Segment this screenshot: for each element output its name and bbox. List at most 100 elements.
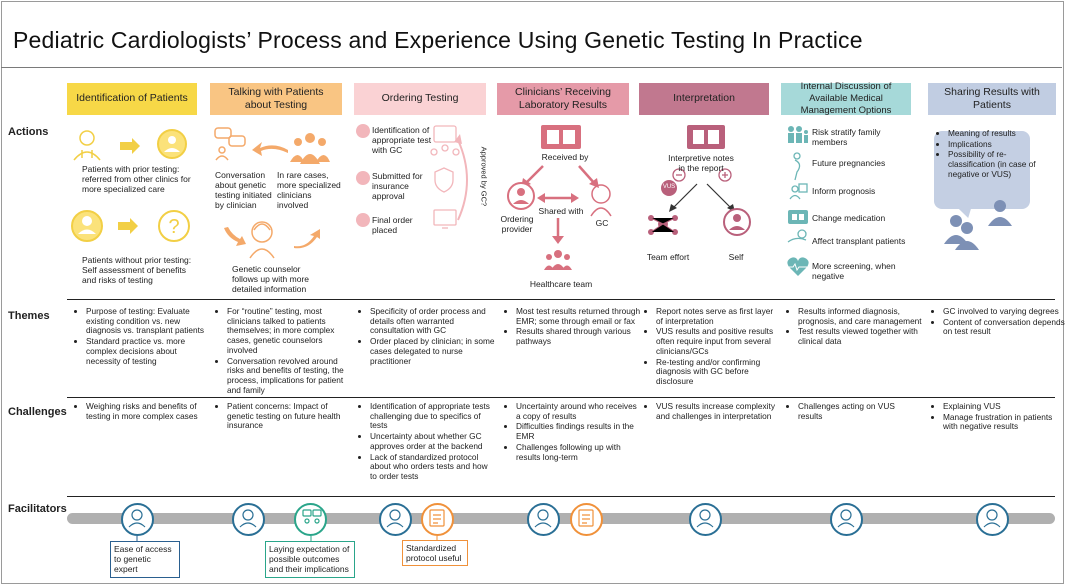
management-item-6: More screening, when negative — [812, 261, 896, 282]
management-item-3: Inform prognosis — [812, 186, 876, 196]
expert-glyph — [696, 509, 714, 528]
arrow — [706, 183, 732, 209]
conversation-icon — [214, 127, 246, 161]
expert-glyph — [534, 509, 552, 528]
challenge-item: Challenges following up with results lon… — [516, 442, 640, 462]
gc-icon — [590, 184, 612, 217]
healthcare-team-icon — [544, 250, 572, 270]
genetic-counselor-icon — [249, 221, 275, 259]
divider-challenges — [67, 397, 1055, 398]
family-icon — [788, 126, 808, 143]
theme-item: Standard practice vs. more complex decis… — [86, 336, 206, 366]
lab-report-icon — [687, 125, 725, 149]
challenge-item: Lack of standardized protocol about who … — [370, 452, 494, 482]
arrow-down-left-icon — [224, 227, 246, 246]
received-by-label: Received by — [541, 152, 589, 162]
expert-glyph — [386, 509, 404, 528]
theme-item: Results informed diagnosis, prognosis, a… — [798, 306, 922, 326]
arrow — [524, 165, 544, 185]
theme-item: Most test results returned through EMR; … — [516, 306, 642, 326]
gc-label: GC — [595, 218, 609, 228]
sharing-item: Implications — [948, 139, 1038, 150]
management-item-5: Affect transplant patients — [812, 236, 906, 246]
stage-receiving: Clinicians’ Receiving Laboratory Results — [497, 83, 629, 115]
shared-with-label: Shared with — [538, 206, 584, 216]
ordering-provider-icon — [507, 182, 535, 210]
stage-ordering: Ordering Testing — [354, 83, 486, 115]
title-box: Pediatric Cardiologists’ Process and Exp… — [1, 1, 1062, 68]
management-item-1: Risk stratify family members — [812, 127, 881, 148]
theme-item: VUS results and positive results often r… — [656, 327, 782, 356]
computer-icon — [433, 209, 457, 229]
step-1-circle — [356, 124, 370, 138]
challenge-item: Patient concerns: Impact of genetic test… — [227, 401, 352, 431]
challenge-item: Challenges acting on VUS results — [798, 401, 916, 421]
arrow-right-icon — [118, 218, 138, 234]
self-label: Self — [728, 252, 744, 262]
identification-icons: ? — [71, 129, 190, 242]
themes-sharing: GC involved to varying degrees Content o… — [933, 306, 1065, 338]
challenges-identification: Weighing risks and benefits of testing i… — [76, 401, 208, 422]
challenge-item: Uncertainty about whether GC approves or… — [370, 431, 494, 451]
vus-label: VUS — [662, 184, 676, 190]
transplant-icon — [787, 229, 807, 243]
step-3-circle — [356, 213, 370, 227]
clinicians-group-icon — [290, 133, 330, 164]
expert-glyph — [983, 509, 1001, 528]
challenge-item: Identification of appropriate tests chal… — [370, 401, 494, 431]
physician-circle-icon — [157, 129, 187, 159]
self-icon — [723, 208, 751, 236]
clinician-icon — [988, 200, 1012, 226]
shield-icon — [434, 167, 454, 193]
challenge-item: Manage frustration in patients with nega… — [943, 412, 1065, 432]
ordering-step-3-text: Final order placed — [372, 215, 413, 236]
sharing-item: Meaning of results — [948, 128, 1038, 139]
challenges-ordering: Identification of appropriate tests chal… — [360, 401, 494, 483]
themes-identification: Purpose of testing: Evaluate existing co… — [76, 306, 206, 367]
speech-bubble — [934, 131, 1030, 209]
challenge-item: Weighing risks and benefits of testing i… — [86, 401, 208, 421]
ordering-step-1-text: Identification of appropriate test with … — [372, 125, 432, 156]
row-label-actions: Actions — [8, 126, 49, 138]
themes-interpretation: Report notes serve as first layer of int… — [646, 306, 782, 388]
talking-icons — [214, 127, 330, 259]
network-icon — [430, 125, 460, 156]
challenge-item: Explaining VUS — [943, 401, 1065, 412]
themes-talking: For “routine” testing, most clinicians t… — [217, 306, 354, 396]
doctor-icon — [73, 130, 101, 161]
facilitator-timeline — [67, 513, 1055, 524]
lab-report-icon — [541, 125, 581, 149]
heartbeat-icon — [787, 257, 809, 276]
theme-item: Specificity of order process and details… — [370, 306, 495, 336]
protocol-clipboard-icon — [421, 503, 454, 536]
medication-icon — [788, 210, 808, 224]
management-item-4: Change medication — [812, 213, 886, 223]
theme-item: Purpose of testing: Evaluate existing co… — [86, 306, 206, 336]
challenge-item: Uncertainty around who receives a copy o… — [516, 401, 640, 421]
team-network-icon — [648, 215, 678, 235]
themes-management: Results informed diagnosis, prognosis, a… — [788, 306, 922, 348]
themes-receiving: Most test results returned through EMR; … — [506, 306, 642, 348]
arrow-up-right-icon — [294, 229, 320, 249]
stage-sharing: Sharing Results with Patients — [928, 83, 1056, 115]
talking-rare-text: In rare cases, more specialized clinicia… — [277, 170, 341, 211]
conversation-glyph — [302, 509, 322, 524]
theme-item: Results shared through various pathways — [516, 326, 642, 346]
pregnancy-icon — [793, 152, 801, 181]
ordering-icons — [356, 124, 468, 229]
clipboard-glyph — [429, 509, 445, 527]
arrow-left-icon — [252, 142, 288, 156]
protocol-clipboard-icon — [570, 503, 603, 536]
facilitator-ease-of-access: Ease of access to genetic expert — [110, 541, 180, 578]
patients-icon — [944, 215, 979, 250]
clipboard-glyph — [578, 509, 594, 527]
genetic-expert-icon — [121, 503, 154, 536]
arrow-right-icon — [120, 138, 140, 154]
vus-badge — [661, 180, 677, 196]
theme-item: Test results viewed together with clinic… — [798, 326, 922, 346]
genetic-expert-icon — [232, 503, 265, 536]
theme-item: Report notes serve as first layer of int… — [656, 306, 782, 326]
talking-conversation-text: Conversation about genetic testing initi… — [215, 170, 272, 211]
sharing-item: Possibility of re-classification (in cas… — [948, 150, 1038, 179]
